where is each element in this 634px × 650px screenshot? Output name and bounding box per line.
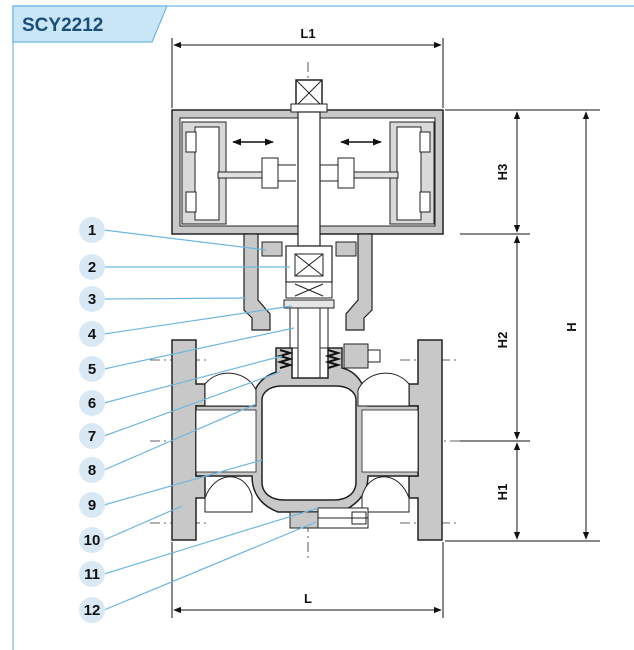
callout-circle <box>79 457 105 483</box>
callout-2: 2 <box>79 254 105 280</box>
dim-L: L <box>304 591 312 606</box>
callout-number: 3 <box>88 291 96 308</box>
callout-circle <box>79 390 105 416</box>
callout-number: 2 <box>88 259 96 276</box>
callout-number: 1 <box>88 222 96 239</box>
callout-circle <box>79 217 105 243</box>
dimension-lines <box>171 38 600 618</box>
callout-circle <box>79 423 105 449</box>
callout-5: 5 <box>79 356 105 382</box>
callout-number: 7 <box>88 428 96 445</box>
stem <box>290 79 328 247</box>
bracket <box>243 233 373 379</box>
callout-number: 10 <box>84 532 101 549</box>
callout-1: 1 <box>79 217 105 243</box>
callout-circle <box>79 356 105 382</box>
callout-circle <box>79 561 105 587</box>
callout-12: 12 <box>79 597 105 623</box>
callout-number: 11 <box>84 566 100 583</box>
callout-3: 3 <box>79 286 105 312</box>
dim-L1: L1 <box>300 26 315 41</box>
dim-H: H <box>564 322 579 331</box>
callout-number: 4 <box>88 326 97 343</box>
model-title: SCY2212 <box>22 15 103 36</box>
callout-10: 10 <box>79 527 105 553</box>
callout-4: 4 <box>79 321 105 347</box>
callout-circle <box>79 321 105 347</box>
callout-11: 11 <box>79 561 105 587</box>
valve-body <box>171 339 443 541</box>
callout-6: 6 <box>79 390 105 416</box>
callout-number: 12 <box>84 602 101 619</box>
dim-H3: H3 <box>495 164 510 181</box>
callout-number: 8 <box>88 462 96 479</box>
callout-circle <box>79 286 105 312</box>
callout-leaders <box>103 229 319 611</box>
dim-H1: H1 <box>495 484 510 501</box>
callout-8: 8 <box>79 457 105 483</box>
callout-number: 6 <box>88 395 96 412</box>
dim-H2: H2 <box>495 332 510 349</box>
callout-7: 7 <box>79 423 105 449</box>
callout-9: 9 <box>79 492 105 518</box>
title-tab <box>12 5 168 43</box>
callout-circle <box>79 597 105 623</box>
callout-number: 9 <box>88 497 96 514</box>
callout-circle <box>79 527 105 553</box>
callout-circle <box>79 254 105 280</box>
frame: SCY2212 <box>12 5 634 650</box>
callout-circle <box>79 492 105 518</box>
callout-number: 5 <box>88 361 96 378</box>
